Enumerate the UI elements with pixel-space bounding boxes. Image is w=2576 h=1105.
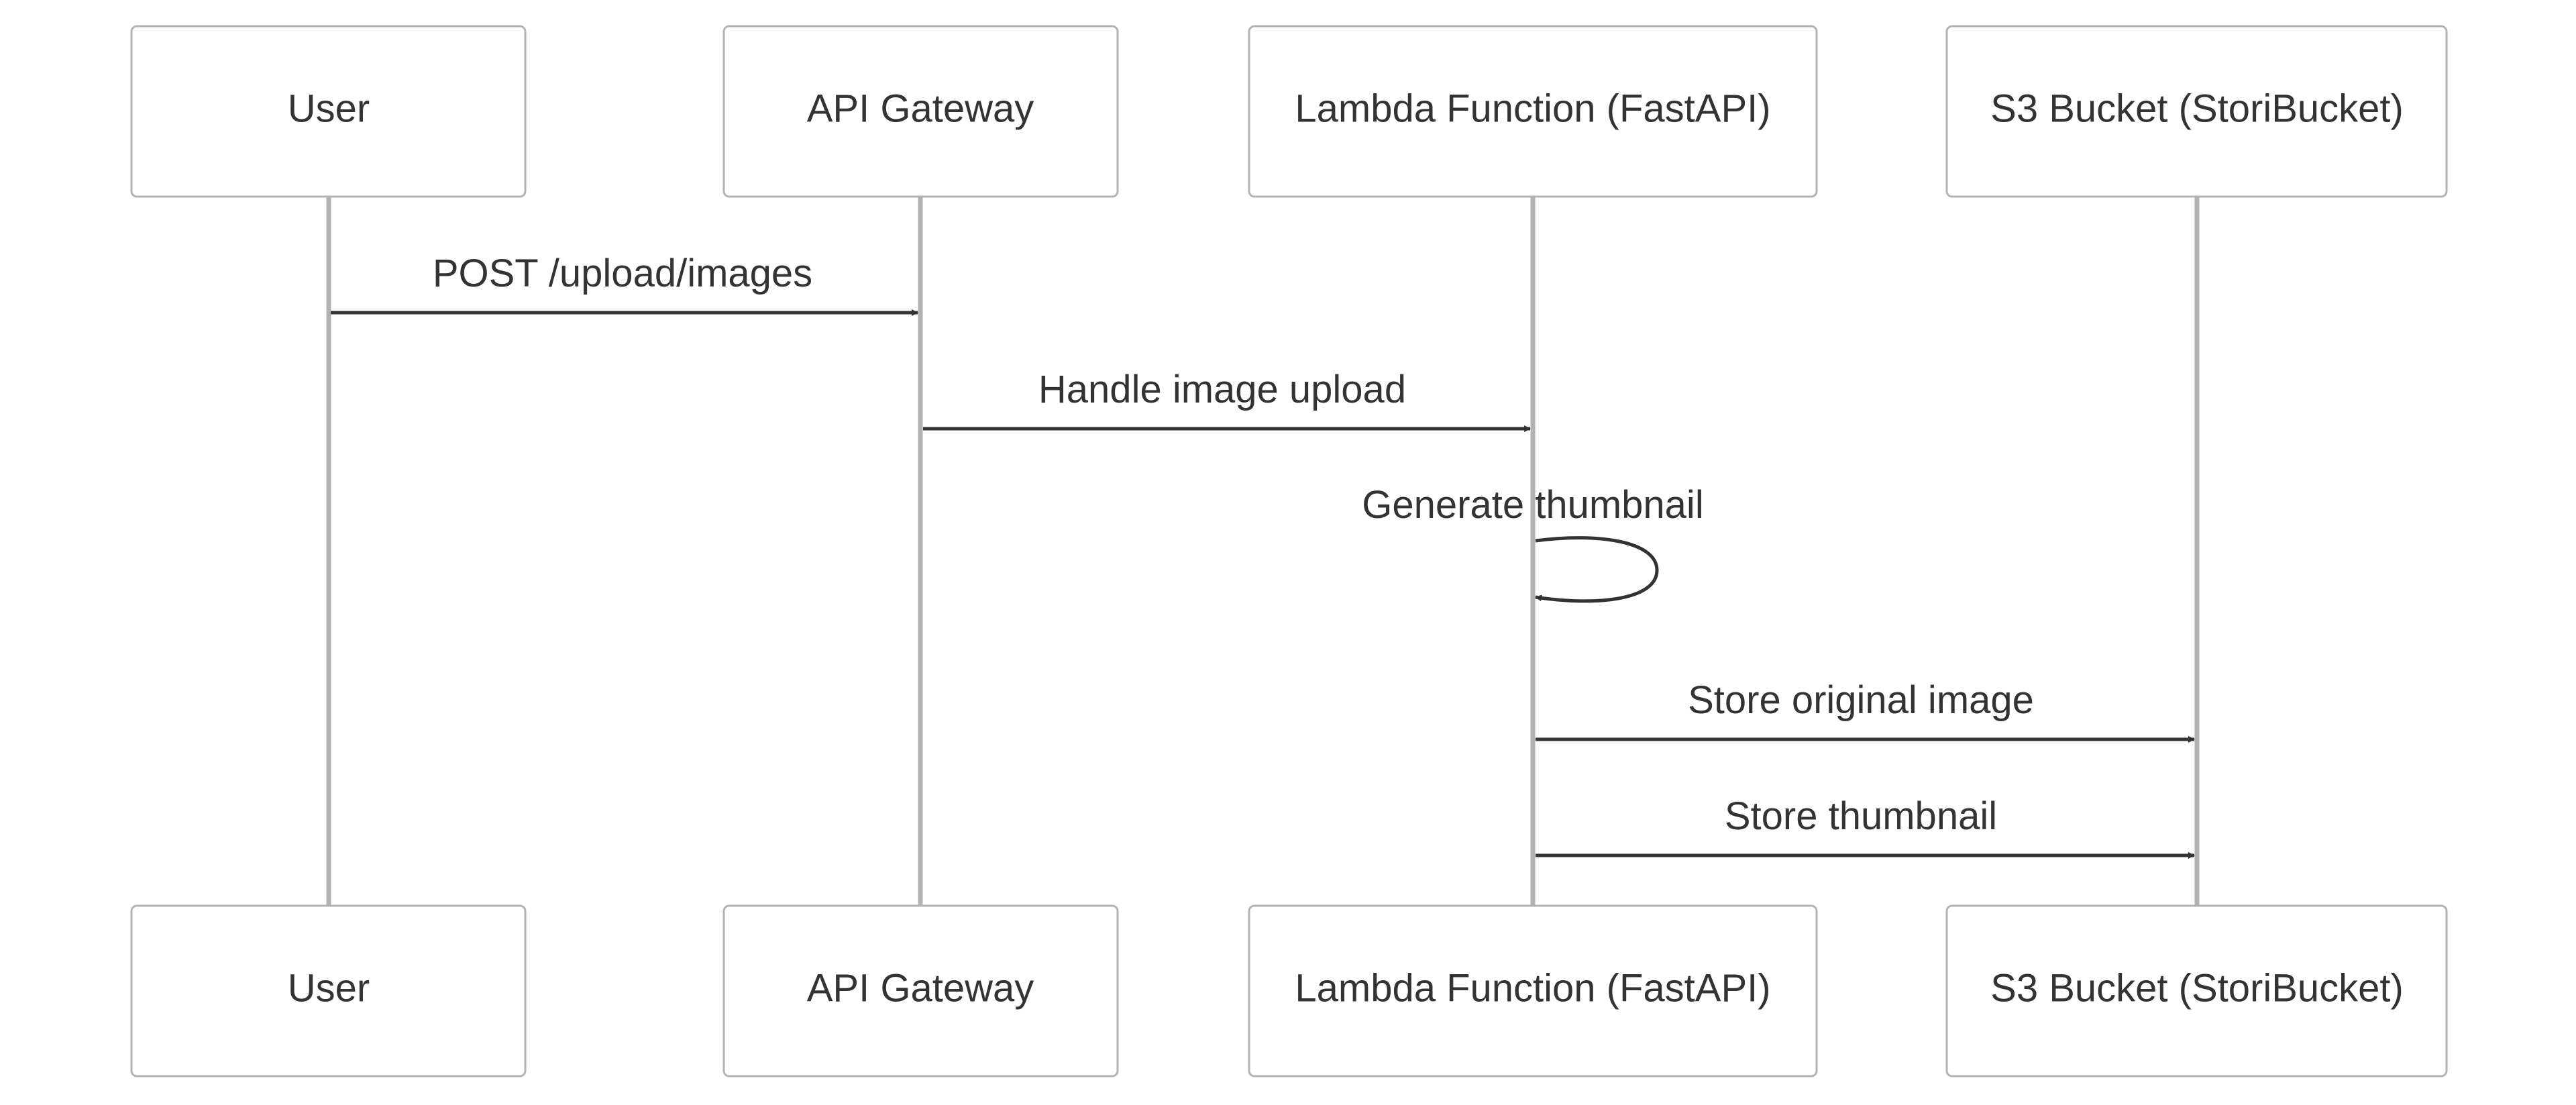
actor-user-bottom: User (130, 904, 527, 1077)
message-handle-image-upload: Handle image upload (923, 368, 1531, 432)
message-post-upload-images-label: POST /upload/images (433, 252, 812, 295)
message-generate-thumbnail-arrow (1535, 536, 1659, 603)
actor-lambda-function-top: Lambda Function (FastAPI) (1248, 25, 1818, 198)
message-post-upload-images: POST /upload/images (331, 252, 918, 316)
message-store-original-image: Store original image (1536, 678, 2195, 743)
actor-api-gateway-bottom: API Gateway (722, 904, 1119, 1077)
actor-s3-bucket-bottom: S3 Bucket (StoriBucket) (1945, 904, 2448, 1077)
message-generate-thumbnail-label: Generate thumbnail (1362, 483, 1703, 527)
actor-s3-bucket-bottom-label: S3 Bucket (StoriBucket) (1990, 966, 2404, 1010)
message-store-thumbnail-label: Store thumbnail (1725, 794, 1997, 838)
actor-user-top-label: User (288, 87, 370, 130)
message-store-original-image-label: Store original image (1688, 678, 2034, 722)
message-generate-thumbnail: Generate thumbnail (1362, 483, 1704, 603)
message-handle-image-upload-label: Handle image upload (1038, 368, 1406, 411)
message-store-thumbnail: Store thumbnail (1536, 794, 2195, 859)
actor-user-bottom-label: User (288, 966, 370, 1010)
actor-lambda-function-top-label: Lambda Function (FastAPI) (1295, 87, 1770, 130)
actor-user-top: User (130, 25, 527, 198)
actor-api-gateway-top-label: API Gateway (807, 87, 1034, 130)
actor-api-gateway-bottom-label: API Gateway (807, 966, 1034, 1010)
actor-api-gateway-top: API Gateway (722, 25, 1119, 198)
actor-lambda-function-bottom: Lambda Function (FastAPI) (1248, 904, 1818, 1077)
actor-s3-bucket-top: S3 Bucket (StoriBucket) (1945, 25, 2448, 198)
actor-s3-bucket-top-label: S3 Bucket (StoriBucket) (1990, 87, 2404, 130)
actor-lambda-function-bottom-label: Lambda Function (FastAPI) (1295, 966, 1770, 1010)
